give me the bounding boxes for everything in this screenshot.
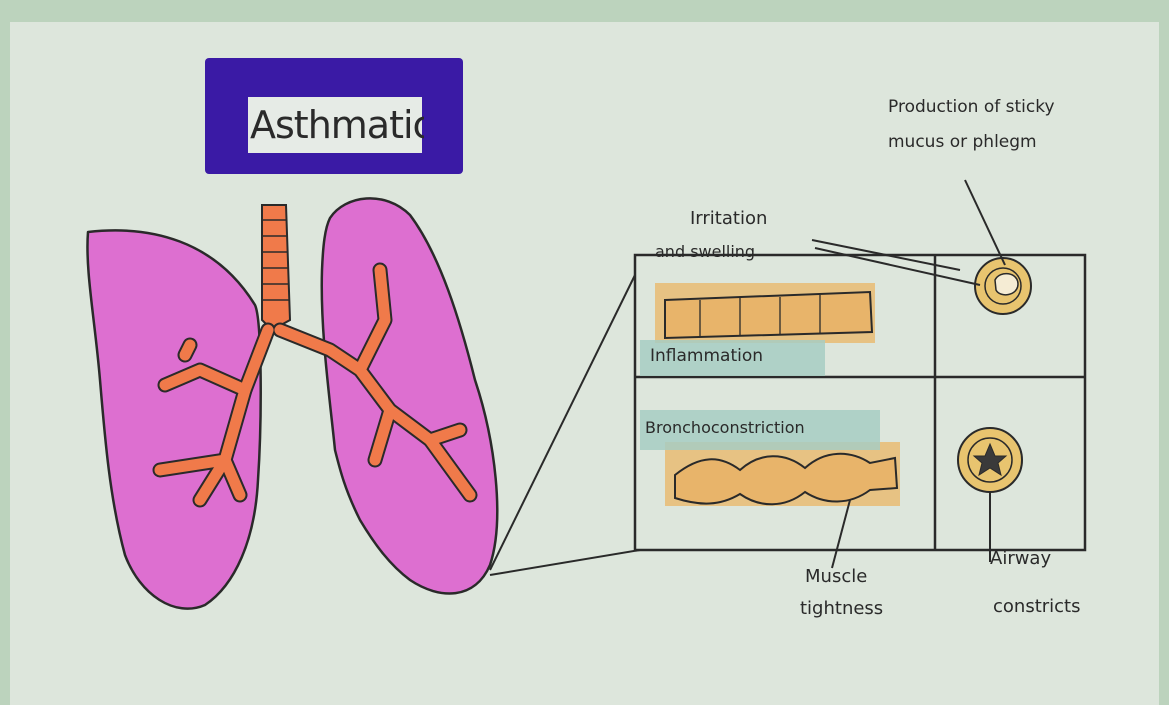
trachea xyxy=(262,205,290,330)
irritation-label-line2: and swelling xyxy=(655,242,755,261)
bronchoconstriction-label: Bronchoconstriction xyxy=(645,418,805,437)
constricted-cross-section xyxy=(958,428,1022,562)
irritation-label-line1: Irritation xyxy=(690,208,767,230)
production-label-line1: Production of sticky xyxy=(888,97,1055,117)
zoom-line-top xyxy=(490,275,635,570)
inflamed-airway-tube xyxy=(655,283,875,343)
right-lung xyxy=(322,198,497,593)
inflammation-label: Inflammation xyxy=(650,346,763,366)
mucus-cross-section xyxy=(975,258,1031,314)
zoom-line-bottom xyxy=(490,550,640,575)
leader-lines xyxy=(812,180,1005,285)
airway-label-line1: Airway xyxy=(990,548,1051,570)
muscle-label-line2: tightness xyxy=(800,598,883,620)
production-label-line2: mucus or phlegm xyxy=(888,132,1037,152)
muscle-label-line1: Muscle xyxy=(805,566,867,588)
airway-label-line2: constricts xyxy=(993,596,1081,618)
